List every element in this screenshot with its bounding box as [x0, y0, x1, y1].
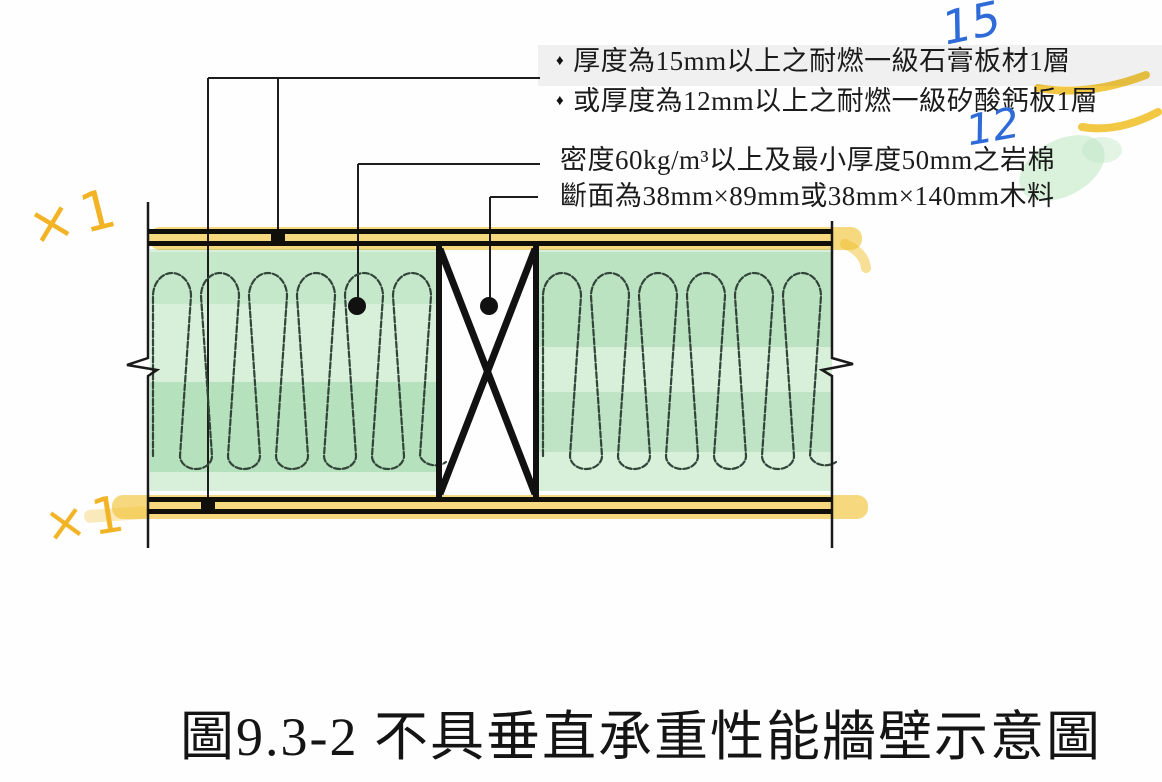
callout-rockwool: 密度60kg/m³以上及最小厚度50mm之岩棉	[560, 147, 1055, 174]
highlight-top-board-tail	[840, 239, 871, 273]
yellow-highlighter	[84, 71, 1162, 523]
handwritten-silicate-thickness: 12	[962, 97, 1024, 156]
marker-stud-dot	[480, 297, 498, 315]
stud-cross-diagonal-2	[436, 247, 539, 496]
callout-board-option-1-text: 厚度為15mm以上之耐燃一級石膏板材1層	[573, 46, 1071, 76]
callout-board-option-2: ♦ 或厚度為12mm以上之耐燃一級矽酸鈣板1層	[556, 88, 1098, 115]
callout-board-option-1: ♦ 厚度為15mm以上之耐燃一級石膏板材1層	[556, 48, 1071, 75]
highlight-top-board	[149, 227, 862, 250]
scan-shading-band	[538, 45, 1162, 86]
highlight-bottom-board	[112, 495, 868, 519]
stud-right-wall	[533, 246, 539, 497]
rockwool-batt-left	[151, 271, 448, 471]
wood-stud	[436, 246, 539, 497]
green-highlight-rockwool-word	[1019, 135, 1105, 201]
green-highlighter-rockwool	[150, 135, 1122, 491]
handwritten-gypsum-thickness: 15	[937, 0, 1006, 56]
callout-stud-text: 斷面為38mm×89mm或38mm×140mm木料	[560, 181, 1055, 211]
figure-caption: 圖9.3-2 不具垂直承重性能牆壁示意圖	[180, 707, 1102, 767]
left-edge-break-line	[126, 202, 161, 548]
wall-edges	[126, 202, 854, 548]
underline-layer-count-2	[1078, 108, 1162, 133]
handwritten-layer-count-bottom: ×1	[39, 483, 134, 555]
callout-rockwool-text: 密度60kg/m³以上及最小厚度50mm之岩棉	[560, 145, 1056, 175]
marker-rockwool-dot	[348, 297, 366, 315]
callout-stud: 斷面為38mm×89mm或38mm×140mm木料	[560, 183, 1054, 210]
bullet-icon: ♦	[556, 93, 565, 109]
rockwool-batt-right	[541, 271, 838, 471]
right-edge-break-line	[818, 221, 854, 548]
underline-layer-count-1	[1034, 71, 1150, 95]
bullet-icon: ♦	[556, 53, 565, 69]
rockwool-batts	[151, 271, 838, 471]
highlight-bottom-board-left-tail	[84, 506, 149, 523]
stud-left-wall	[436, 246, 442, 497]
callout-board-option-2-text: 或厚度為12mm以上之耐燃一級矽酸鈣板1層	[573, 86, 1099, 116]
